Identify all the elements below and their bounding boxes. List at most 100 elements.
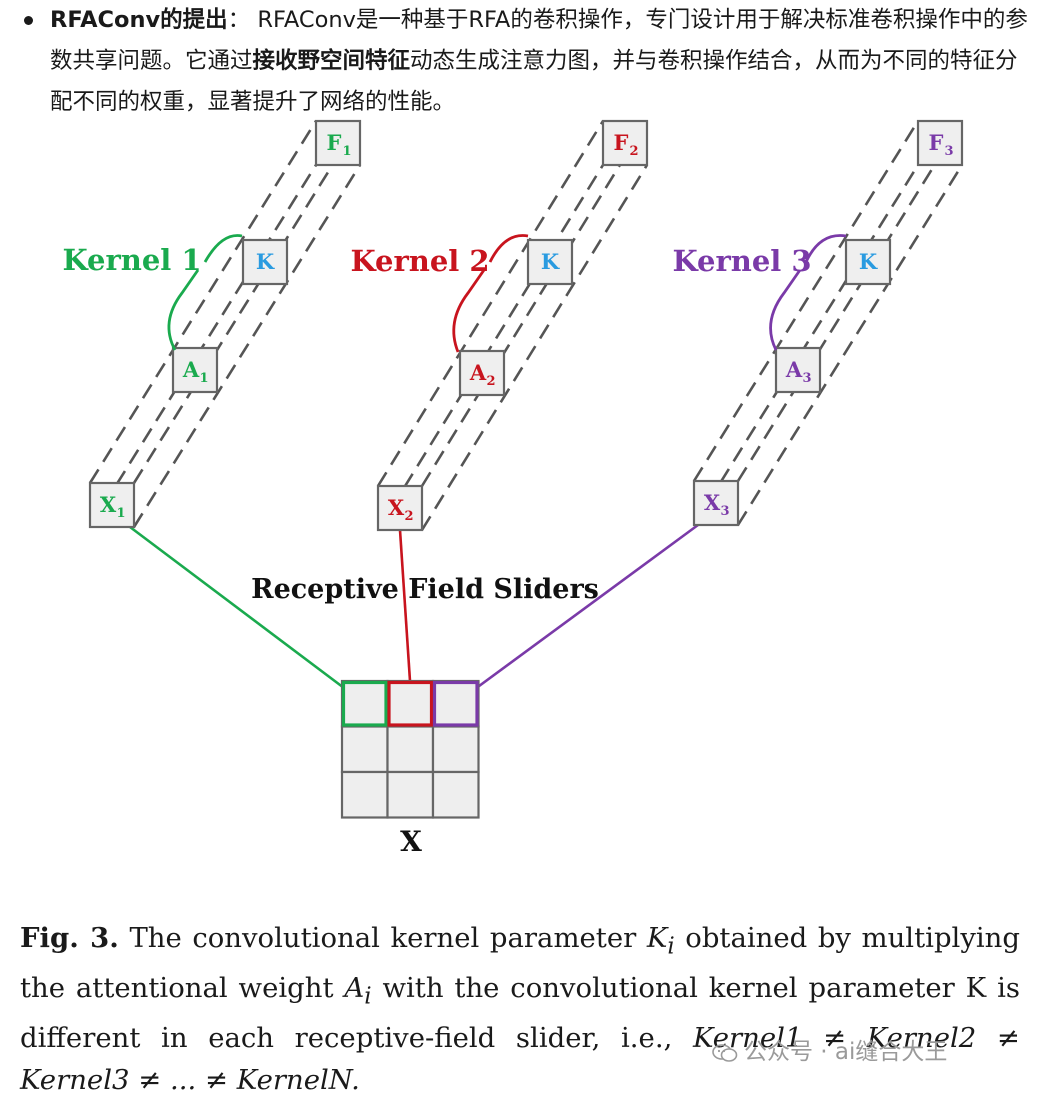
box-face (526, 238, 574, 286)
bullet-text-b: 动态生成注意力图，并与卷积操作结合，从而为不同的特征分配不同的权重，显著提升了网… (50, 48, 1018, 115)
box-label: F (327, 130, 342, 155)
grid-cell (386, 679, 435, 728)
caption-t2: obtained by multiplying the attentional … (20, 922, 1020, 1004)
k-box: K (844, 238, 892, 286)
slider-edge-line (736, 120, 964, 482)
box-label-subscript: 2 (486, 374, 495, 389)
caption-t3: with the convolutional kernel parameter … (20, 972, 1020, 1054)
box-label: A (469, 360, 487, 385)
box-face (171, 346, 219, 394)
grid-cell (340, 725, 389, 774)
box-face (916, 119, 964, 167)
slider-edge-line (420, 164, 649, 531)
box-face (376, 484, 424, 532)
box-face (601, 119, 649, 167)
highlighted-grid-cell (387, 680, 434, 727)
kernel-label: Kernel 3 (672, 244, 811, 278)
kernel-brace (804, 234, 847, 263)
connector-line (455, 523, 699, 705)
bullet-title: RFAConv的提出 (50, 7, 228, 33)
box-label-subscript: 3 (802, 371, 811, 386)
slider-edge-line (132, 164, 362, 528)
input-x-label: X (400, 825, 422, 858)
diagram-title: Receptive Field Sliders (251, 574, 599, 605)
caption-ai-sub: i (364, 983, 372, 1010)
box-label: F (614, 130, 629, 155)
slider-edge-line (376, 164, 605, 531)
box-face (314, 119, 362, 167)
box-label-subscript: 1 (116, 506, 125, 521)
kernel-brace (769, 269, 802, 351)
watermark: 公众号 · ai缝合大王 (712, 1032, 947, 1066)
connector-line (129, 525, 365, 705)
slider-edge-line (376, 120, 605, 487)
box-label: K (859, 249, 878, 274)
bullet-bold-phrase: 接收野空间特征 (252, 48, 411, 74)
slider-edge-line (736, 164, 964, 526)
bullet-dot (24, 16, 33, 25)
wechat-icon (712, 1043, 738, 1062)
box-label: K (541, 249, 560, 274)
kernel-brace (452, 269, 486, 353)
slider-edge-line (88, 120, 318, 484)
slider-edge-line (420, 120, 649, 487)
grid-cell (431, 679, 480, 728)
box-label: K (256, 249, 275, 274)
bullet-colon: ： (227, 7, 251, 33)
kernel-brace (167, 269, 200, 351)
caption-ai: A (344, 972, 365, 1004)
figure-caption: Fig. 3. The convolutional kernel paramet… (20, 918, 1020, 1101)
box-label: F (929, 130, 944, 155)
kernel-brace (203, 234, 243, 263)
highlighted-grid-cell (341, 680, 388, 727)
kernel-label: Kernel 1 (62, 243, 201, 277)
k-box: K (241, 238, 289, 286)
box-face (241, 238, 289, 286)
box-label-subscript: 3 (720, 504, 729, 519)
box-label-subscript: 1 (342, 144, 351, 159)
box-face (844, 238, 892, 286)
k-box: K (526, 238, 574, 286)
grid-cell (340, 679, 389, 728)
caption-t1: The convolutional kernel parameter (118, 922, 647, 954)
box-label-subscript: 3 (944, 144, 953, 159)
grid-cell (386, 725, 435, 774)
bullet-text: RFAConv的提出： RFAConv是一种基于RFA的卷积操作，专门设计用于解… (50, 0, 1040, 123)
box-face (692, 479, 740, 527)
grid-cell (431, 725, 480, 774)
caption-label: Fig. 3. (20, 922, 119, 954)
kernel-brace (488, 234, 529, 263)
caption-ki-sub: i (667, 933, 675, 960)
bullet-paragraph: RFAConv的提出： RFAConv是一种基于RFA的卷积操作，专门设计用于解… (22, 0, 1040, 123)
box-label: X (704, 490, 721, 515)
box-face (774, 346, 822, 394)
slider-edge-line (692, 164, 920, 526)
slider-edge-line (132, 120, 362, 484)
box-face (458, 349, 506, 397)
box-label: X (100, 492, 117, 517)
caption-ki: K (646, 922, 668, 954)
bullet-text-a: RFAConv是一种基于RFA的卷积操作，专门设计用于解决标准卷积操作中的参数共… (50, 7, 1028, 74)
grid-cell (340, 770, 389, 819)
box-label-subscript: 2 (404, 509, 413, 524)
slider-edge-line (88, 164, 318, 528)
box-label: X (388, 495, 405, 520)
connector-line (398, 529, 412, 682)
kernel-label: Kernel 2 (350, 244, 489, 278)
box-label: A (785, 357, 803, 382)
box-label-subscript: 1 (199, 371, 208, 386)
box-label: A (182, 357, 200, 382)
watermark-text: 公众号 · ai缝合大王 (744, 1039, 948, 1065)
slider-edge-line (692, 120, 920, 482)
grid-cell (431, 770, 480, 819)
